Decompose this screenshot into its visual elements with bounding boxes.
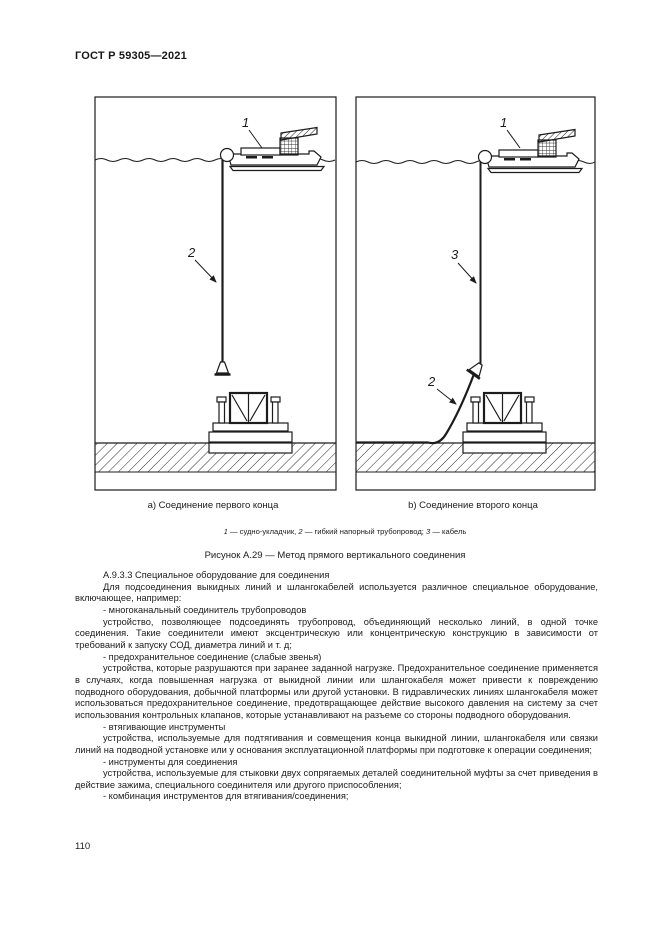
leader-pipe	[436, 388, 457, 405]
subfigure-a-caption: a) Соединение первого конца	[147, 500, 279, 511]
legend-item-3-num: 3	[426, 527, 431, 536]
legend-item-1-num: 1	[223, 527, 228, 536]
page-number: 110	[75, 841, 91, 852]
paragraph: устройства, используемые для стыковки дв…	[75, 768, 598, 790]
legend-item-2-num: 2	[298, 527, 303, 536]
paragraph: устройство, позволяющее подсоединять тру…	[75, 616, 598, 650]
paragraph: Для подсоединения выкидных линий и шланг…	[75, 581, 598, 604]
label-pipe-a: 2	[187, 245, 196, 260]
leader-ship	[248, 129, 263, 149]
panel-b-second-end-connection: 1 3 2	[355, 96, 596, 491]
flexible-pipe-curve	[356, 374, 475, 445]
paragraph-bullet: - втягивающие инструменты	[103, 721, 226, 732]
paragraph-bullet: - комбинация инструментов для втягивания…	[103, 791, 349, 802]
label-cable-b: 3	[451, 247, 459, 262]
legend-item-1-text: — судно-укладчик,	[227, 527, 299, 536]
paragraph: устройства, которые разрушаются при зара…	[75, 663, 598, 720]
doc-number: ГОСТ Р 59305—2021	[75, 50, 187, 62]
leader-cable	[457, 262, 477, 284]
figure-caption: Рисунок А.29 — Метод прямого вертикально…	[204, 550, 466, 561]
leader-pipe	[194, 259, 217, 283]
panel-a-first-end-connection: 1 2	[94, 96, 337, 491]
body-text: А.9.3.3 Специальное оборудование для сое…	[75, 570, 598, 803]
label-pipe-b: 2	[427, 374, 436, 389]
paragraph: устройства, используемые для подтягивани…	[75, 733, 598, 755]
leader-ship	[506, 129, 521, 149]
paragraph-heading: А.9.3.3 Специальное оборудование для сое…	[103, 570, 330, 580]
label-ship-b: 1	[500, 115, 507, 130]
subfigure-b-caption: b) Соединение второго конца	[408, 500, 538, 511]
figure-a29-diagram: 1 2 1 3 2	[94, 96, 596, 491]
legend-item-3-text: — кабель	[430, 527, 467, 536]
figure-legend: 1 — судно-укладчик, 2 — гибкий напорный …	[90, 527, 600, 536]
legend-item-2-text: — гибкий напорный трубопровод;	[302, 527, 426, 536]
paragraph-bullet: - инструменты для соединения	[103, 756, 238, 767]
paragraph-bullet: - предохранительное соединение (слабые з…	[103, 651, 322, 662]
paragraph-bullet: - многоканальный соединитель трубопровод…	[103, 604, 307, 615]
label-ship-a: 1	[242, 115, 249, 130]
